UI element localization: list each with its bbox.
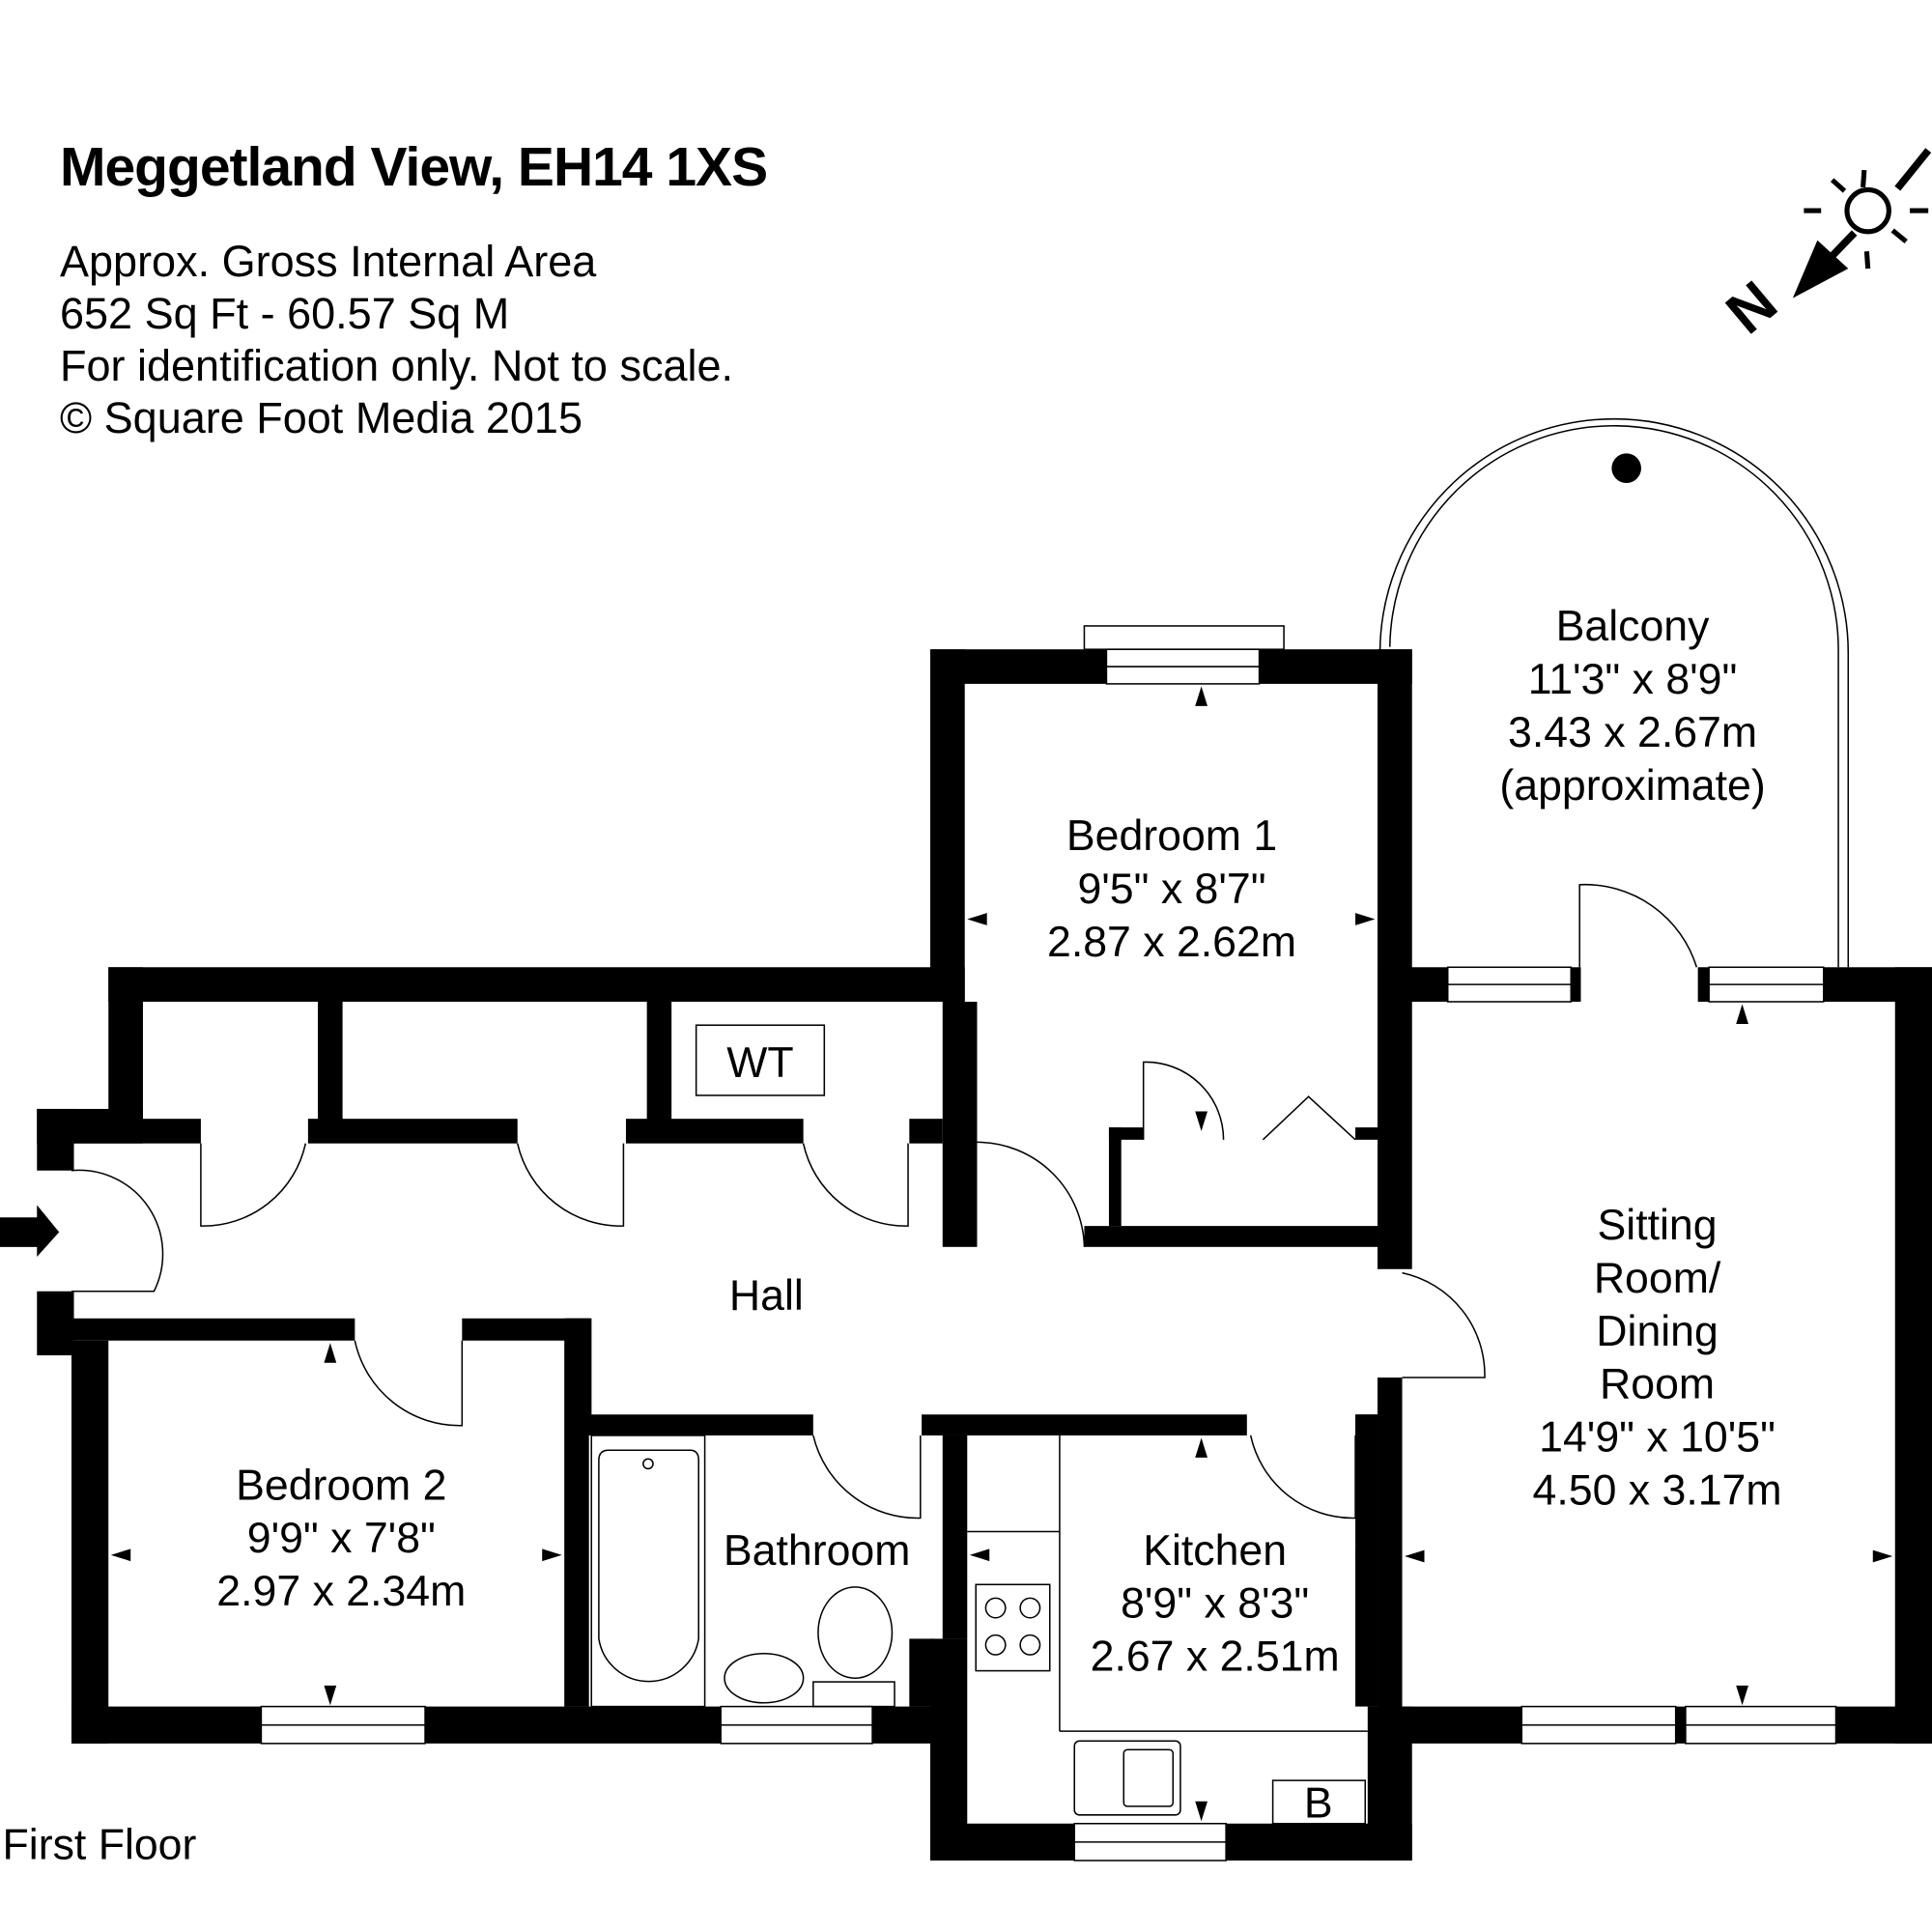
area-value: 652 Sq Ft - 60.57 Sq M bbox=[60, 289, 510, 338]
room-size-metric: 3.43 x 2.67m bbox=[1508, 709, 1757, 756]
room-size-metric: 2.67 x 2.51m bbox=[1091, 1634, 1340, 1681]
toilet-icon bbox=[817, 1586, 894, 1680]
disclaimer: For identification only. Not to scale. bbox=[60, 341, 733, 390]
balcony-outline bbox=[1378, 417, 1850, 968]
room-name: Dining bbox=[1596, 1308, 1719, 1355]
room-size-imperial: 8'9" x 8'3" bbox=[1121, 1580, 1309, 1628]
room-name: Kitchen bbox=[1143, 1527, 1287, 1575]
room-hall: Hall bbox=[729, 1272, 804, 1320]
room-bedroom-2: Bedroom 2 9'9" x 7'8" 2.97 x 2.34m bbox=[216, 1462, 466, 1615]
water-tank-label: WT bbox=[726, 1039, 793, 1087]
room-kitchen: Kitchen 8'9" x 8'3" 2.67 x 2.51m bbox=[1091, 1527, 1340, 1681]
room-size-imperial: 9'5" x 8'7" bbox=[1077, 866, 1265, 913]
room-size-imperial: 14'9" x 10'5" bbox=[1539, 1414, 1776, 1462]
area-caption: Approx. Gross Internal Area bbox=[60, 237, 597, 286]
door-swings bbox=[71, 883, 1698, 1520]
north-label: N bbox=[1714, 269, 1789, 347]
room-size-imperial: 11'3" x 8'9" bbox=[1528, 656, 1738, 703]
room-size-metric: 2.97 x 2.34m bbox=[216, 1568, 466, 1615]
copyright: © Square Foot Media 2015 bbox=[60, 393, 582, 442]
room-name: Balcony bbox=[1556, 603, 1710, 650]
basin-icon bbox=[724, 1652, 805, 1704]
room-name: Bedroom 1 bbox=[1066, 812, 1277, 860]
hob-icon bbox=[975, 1583, 1051, 1672]
boiler bbox=[1271, 1779, 1367, 1825]
dimension-arrows bbox=[110, 686, 1893, 1822]
bathtub-icon bbox=[598, 1449, 699, 1683]
water-tank bbox=[695, 1024, 826, 1096]
room-note: (approximate) bbox=[1499, 762, 1765, 810]
windows bbox=[260, 625, 1837, 1861]
room-name: Bedroom 2 bbox=[236, 1462, 446, 1509]
room-name: Sitting bbox=[1598, 1202, 1718, 1249]
room-sitting-dining: Sitting Room/ Dining Room 14'9" x 10'5" … bbox=[1533, 1202, 1782, 1514]
room-balcony: Balcony 11'3" x 8'9" 3.43 x 2.67m (appro… bbox=[1499, 603, 1765, 810]
room-bathroom: Bathroom bbox=[724, 1527, 910, 1575]
entrance-arrow-icon bbox=[0, 1205, 60, 1258]
plan-title: Meggetland View, EH14 1XS bbox=[60, 136, 768, 198]
sink-icon bbox=[1073, 1740, 1181, 1816]
room-name: Room/ bbox=[1594, 1255, 1721, 1302]
room-size-imperial: 9'9" x 7'8" bbox=[247, 1515, 436, 1562]
room-bedroom-1: Bedroom 1 9'5" x 8'7" 2.87 x 2.62m bbox=[1047, 812, 1296, 966]
walls bbox=[37, 649, 1932, 1861]
room-size-metric: 4.50 x 3.17m bbox=[1533, 1466, 1782, 1514]
north-compass-icon: N bbox=[1714, 148, 1932, 347]
floor-label: First Floor bbox=[3, 1822, 197, 1869]
room-name: Room bbox=[1600, 1361, 1715, 1408]
room-size-metric: 2.87 x 2.62m bbox=[1047, 919, 1296, 966]
fixtures bbox=[590, 1024, 1368, 1825]
boiler-label: B bbox=[1304, 1779, 1333, 1827]
